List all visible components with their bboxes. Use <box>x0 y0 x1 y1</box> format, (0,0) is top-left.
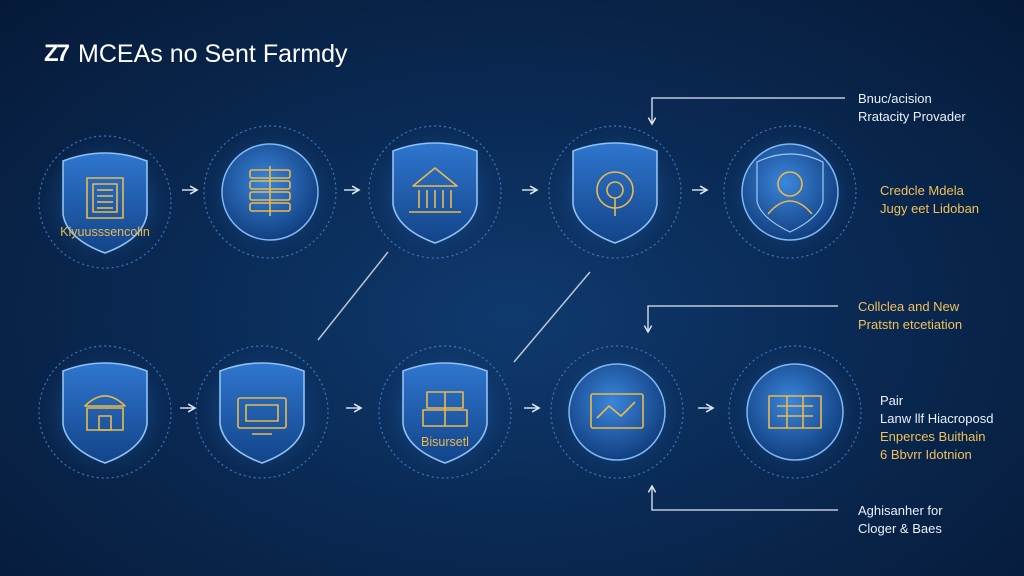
node-n5 <box>718 120 862 264</box>
node-ring <box>723 125 857 259</box>
connector-bottom <box>647 484 838 511</box>
node-ring <box>195 345 329 479</box>
node-n10 <box>723 340 867 484</box>
server-stack-icon <box>249 166 291 216</box>
temple-building-icon <box>409 167 461 213</box>
page-title: Z7 MCEAs no Sent Farmdy <box>44 34 348 74</box>
node-caption: Klyuusssencolin <box>60 225 150 239</box>
node-n7 <box>190 340 334 484</box>
node-disc <box>746 363 844 461</box>
node-shield <box>62 152 148 254</box>
node-shield <box>572 142 658 244</box>
circuit-board-icon <box>768 395 822 429</box>
node-ring <box>38 345 172 479</box>
label-provider: Bnuc/acision Rratacity Provader <box>858 91 966 124</box>
connector-provider <box>647 97 845 126</box>
node-n2 <box>198 120 342 264</box>
node-ring <box>548 125 682 259</box>
node-n4 <box>543 120 687 264</box>
monitor-icon <box>237 397 287 435</box>
building-blocks-icon <box>422 391 468 427</box>
institution-icon <box>84 395 126 431</box>
connector-collect <box>643 305 838 334</box>
node-shield <box>219 362 305 464</box>
node-n9 <box>545 340 689 484</box>
map-screen-icon <box>590 393 644 429</box>
document-frame-icon <box>86 177 124 219</box>
node-ring <box>203 125 337 259</box>
node-ring <box>368 125 502 259</box>
node-ring <box>728 345 862 479</box>
label-credit: Credcle Mdela Jugy eet Lidoban <box>880 183 980 216</box>
title-text: MCEAs no Sent Farmdy <box>78 39 348 68</box>
node-n1: Klyuusssencolin <box>33 130 177 274</box>
node-shield-outline <box>756 153 824 233</box>
node-ring <box>38 135 172 269</box>
node-n3 <box>363 120 507 264</box>
label-pair: Pair Lanw llf Hiacroposd Enperces Buitha… <box>880 393 994 462</box>
brand-logo: Z7 <box>44 40 70 67</box>
node-shield <box>62 362 148 464</box>
node-ring <box>378 345 512 479</box>
node-ring <box>550 345 684 479</box>
node-n8: Bisursetl <box>373 340 517 484</box>
node-n6 <box>33 340 177 484</box>
label-bottom: Aghisanher for Cloger & Baes <box>858 503 943 536</box>
node-caption: Bisursetl <box>421 435 469 449</box>
label-collect: Collclea and New Pratstn etcetiation <box>858 299 963 332</box>
user-profile-icon <box>767 171 813 215</box>
connector-diagonal-2 <box>513 271 591 363</box>
key-lock-icon <box>596 171 634 216</box>
connector-diagonal-1 <box>317 251 389 341</box>
